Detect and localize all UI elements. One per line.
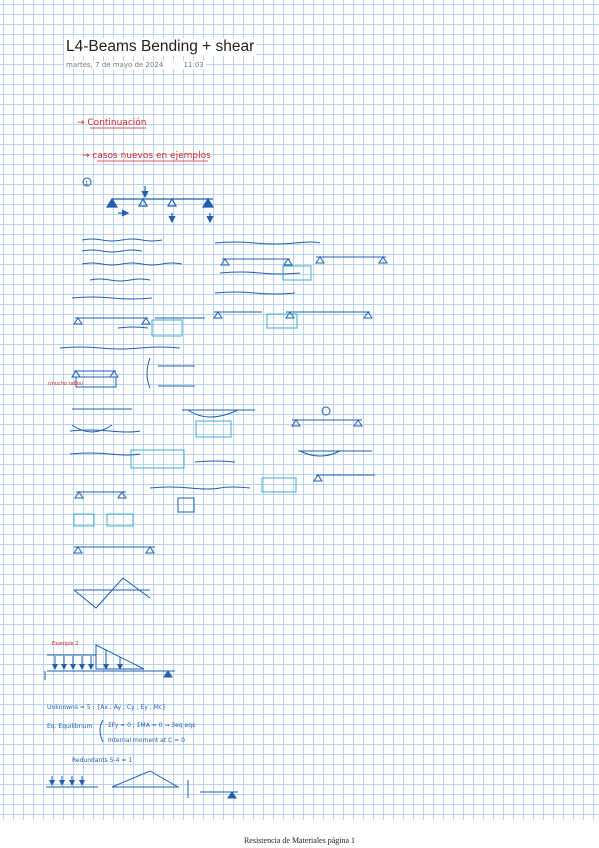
example-2-beam <box>44 644 175 680</box>
page-footer: Resistencia de Materiales página 1 <box>243 836 356 845</box>
deflection-sketches <box>69 406 375 482</box>
heading-new-cases: → casos nuevos en ejemplos <box>82 151 211 161</box>
example-number: 1 <box>85 181 89 187</box>
page-title: L4-Beams Bending + shear <box>64 38 257 56</box>
notebook-page <box>0 0 599 820</box>
option-3-sketch <box>213 291 373 329</box>
option-2-sketch <box>71 296 205 337</box>
handwritten-notes: → Continuación → casos nuevos en ejemplo… <box>44 117 388 799</box>
bullet-notes <box>81 238 183 282</box>
equilibrium-label: Eq. Equilibrium <box>47 723 93 730</box>
page-date: martes, 7 de mayo de 2024 <box>66 61 164 69</box>
svg-text:(mucho tabla): (mucho tabla) <box>48 381 83 387</box>
redundants: Redundants 5-4 = 1 <box>72 757 132 764</box>
beam-diagram-1 <box>105 186 215 224</box>
example-2-free-body <box>46 770 238 799</box>
unknowns-equation: Unknowns = 5 : {Ax ; Ay ; Cy ; Ey ; Mc} <box>47 704 166 711</box>
reaction-sketches <box>73 477 297 609</box>
internal-moment: Internal moment at C = 0 <box>108 737 185 744</box>
equilibrium-sums: ΣFy = 0 ; ΣMA = 0 → 3eq eqs <box>108 722 195 729</box>
page-time: 11:03 <box>183 61 204 69</box>
superposition-sketch <box>59 346 195 389</box>
option-1-sketch <box>214 241 388 281</box>
example-label: Example 2 <box>52 641 78 647</box>
heading-continuation: → Continuación <box>77 117 147 128</box>
page-meta: martes, 7 de mayo de 2024 11:03 <box>64 61 206 69</box>
